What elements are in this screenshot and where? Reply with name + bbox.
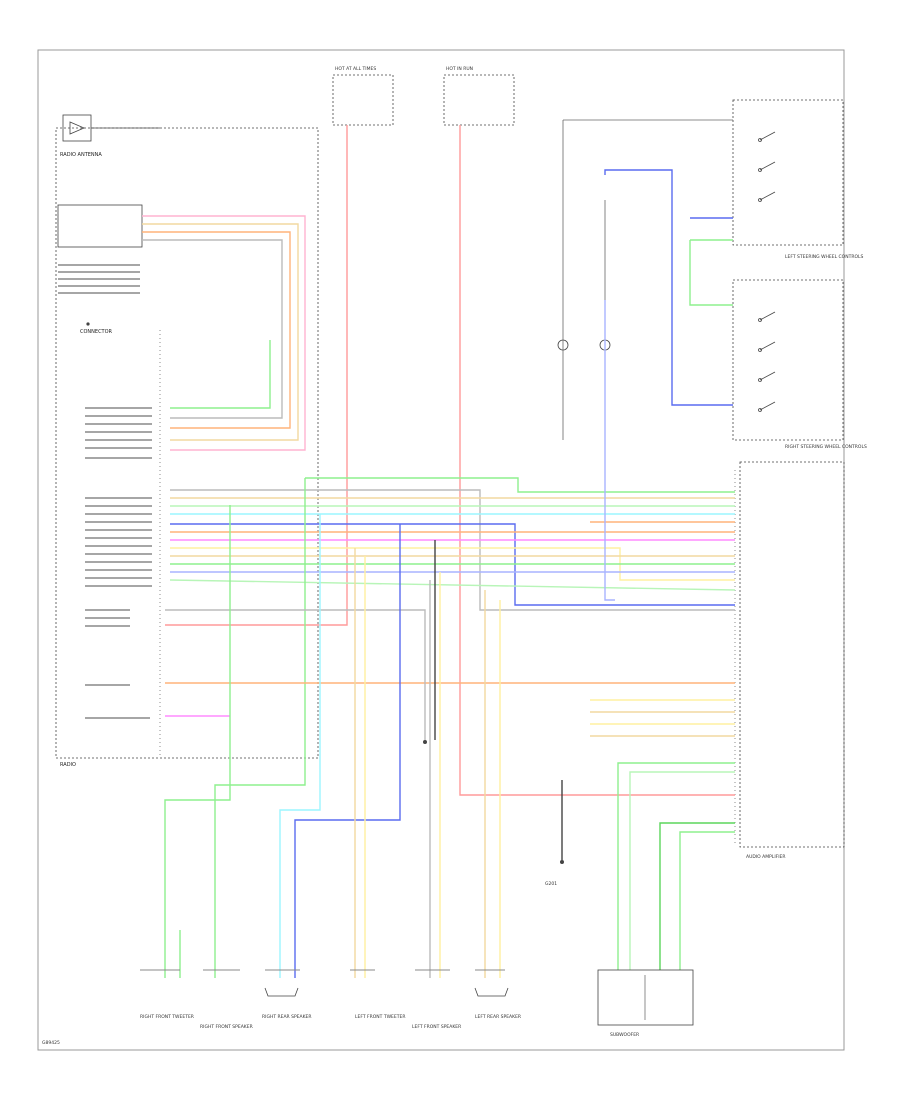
subwoofer-box — [597, 969, 694, 1026]
wire-green-loop-top — [305, 477, 735, 493]
wire-gray-sub — [165, 609, 426, 740]
rf-tweeter-label: RIGHT FRONT TWEETER — [140, 1014, 194, 1020]
fuse-box-left — [332, 74, 394, 126]
wire-rr-cyan — [279, 514, 321, 978]
lf-tweeter-label: LEFT FRONT TWEETER — [355, 1014, 405, 1020]
wire-orange-1 — [142, 231, 291, 429]
radio-box — [55, 127, 319, 759]
radio-antenna-label: RADIO ANTENNA — [60, 152, 102, 158]
wire-pink-1 — [142, 215, 306, 451]
fuse-left-label: HOT AT ALL TIMES — [335, 66, 376, 72]
wire-lightblue-steer — [604, 300, 615, 601]
wire-green-1 — [170, 340, 271, 409]
ground-note: G201 — [545, 881, 557, 887]
left-steering-controls-box — [732, 99, 844, 246]
wire-rr-blue — [294, 524, 401, 978]
radio-label: RADIO — [60, 762, 76, 768]
lf-speaker-label: LEFT FRONT SPEAKER — [412, 1024, 461, 1030]
wire-green-loop — [214, 478, 306, 978]
rf-speaker-label: RIGHT FRONT SPEAKER — [200, 1024, 253, 1030]
wire-rf-tweeter — [164, 505, 231, 978]
fuse-right-label: HOT IN RUN — [446, 66, 473, 72]
wire-lightgreen-bus-2 — [169, 579, 736, 591]
diagram-frame — [37, 49, 845, 1051]
radio-connector-label: CONNECTOR — [80, 329, 113, 335]
audio-amp-label: AUDIO AMPLIFIER — [746, 854, 786, 860]
wire-sub-green-3 — [659, 822, 735, 970]
subwoofer-label: SUBWOOFER — [610, 1032, 639, 1038]
wire-tan-1 — [142, 223, 299, 441]
wire-gray-bus — [170, 489, 735, 611]
wire-red-right — [459, 125, 735, 796]
radio-connector-block — [57, 204, 143, 248]
wire-red-left — [165, 125, 348, 626]
switch-icon — [758, 131, 776, 412]
wire-sub-green-2 — [629, 771, 735, 970]
left-steering-controls-label: LEFT STEERING WHEEL CONTROLS — [785, 254, 864, 260]
wire-blue-steer — [604, 169, 733, 406]
audio-amp-box — [739, 461, 845, 848]
wire-sub-green-4 — [679, 831, 735, 970]
right-steering-controls-label: RIGHT STEERING WHEEL CONTROLS — [785, 444, 867, 450]
rr-speaker-label: RIGHT REAR SPEAKER — [262, 1014, 312, 1020]
right-steering-controls-box — [732, 279, 844, 441]
footer-code: G89425 — [42, 1040, 60, 1046]
wire-green-steer — [689, 240, 733, 306]
radio-text-rows — [58, 264, 152, 719]
wire-sub-green-1 — [617, 762, 735, 970]
wire-gray-1 — [142, 239, 283, 419]
fuse-box-right — [443, 74, 515, 126]
speaker-icon — [264, 987, 509, 997]
lr-speaker-label: LEFT REAR SPEAKER — [475, 1014, 521, 1020]
